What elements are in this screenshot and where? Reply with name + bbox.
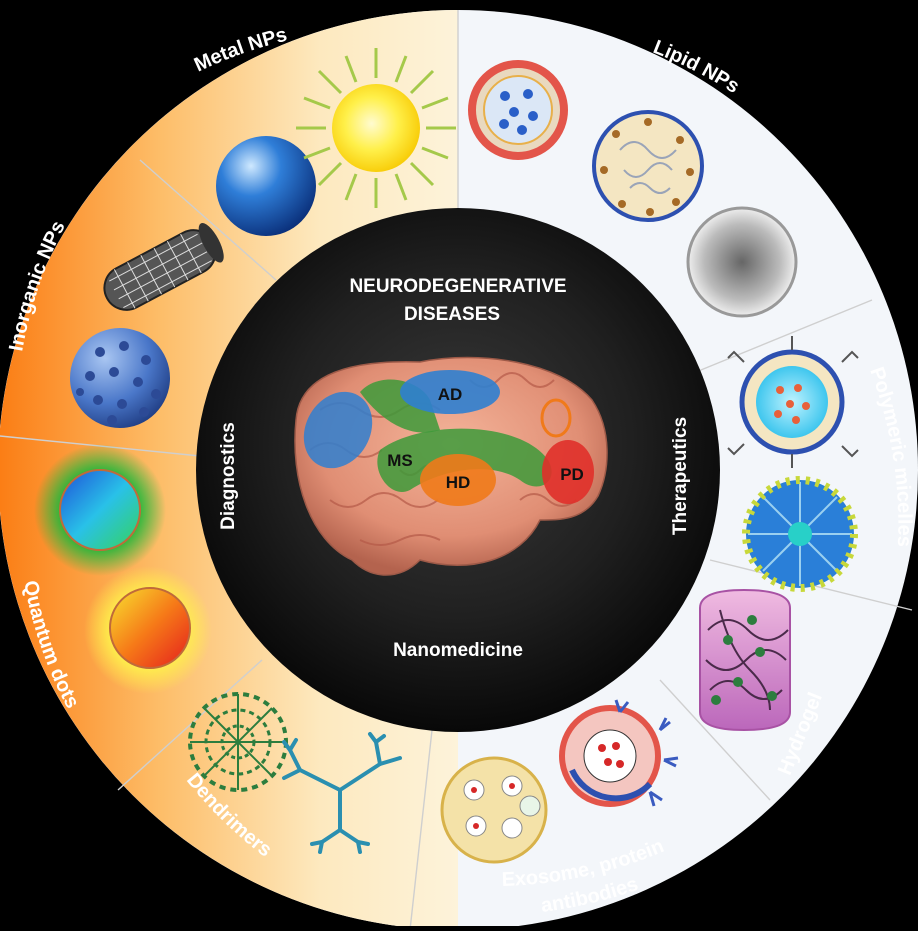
brain-region-ad [400, 370, 500, 414]
lipid-nanoparticle-2 [592, 110, 704, 222]
label-hd: HD [446, 473, 471, 492]
lipid-nps-illustration [468, 60, 798, 318]
carbon-nanotube [103, 222, 224, 311]
hydrogel-illustration [699, 588, 791, 732]
dendrimers-illustration [188, 692, 402, 854]
exosome-illustration [440, 699, 679, 864]
label-pd: PD [560, 465, 584, 484]
quantum-dots-illustration [34, 444, 212, 694]
dendrimer-blue [282, 732, 402, 854]
label-ad: AD [438, 385, 463, 404]
metal-sphere [216, 136, 316, 236]
metal-nps-illustration [216, 48, 456, 236]
lipid-nanoparticle-3 [686, 206, 798, 318]
center-title-line1: NEURODEGENERATIVE [349, 276, 566, 297]
therapeutics-label: Therapeutics [670, 417, 691, 535]
sun-rays [296, 48, 456, 208]
brain-region-pd [542, 440, 594, 504]
brain-region-blue-left [303, 391, 373, 469]
brain-region-hd [420, 454, 496, 506]
inorganic-nps-illustration [70, 222, 224, 428]
sun-particle [332, 84, 420, 172]
diagnostics-label: Diagnostics [218, 422, 239, 530]
center-title-line2: DISEASES [404, 304, 500, 325]
brain-region-orange-ring [540, 398, 572, 438]
quantum-dot-blue [59, 469, 141, 551]
polymeric-micelles-illustration [727, 336, 859, 592]
label-ms: MS [387, 451, 413, 470]
nanomedicine-label: Nanomedicine [393, 640, 523, 661]
quantum-dot-red [109, 587, 191, 669]
antibody-ys [614, 699, 679, 807]
brain-illustration: AD MS HD PD [294, 356, 608, 576]
